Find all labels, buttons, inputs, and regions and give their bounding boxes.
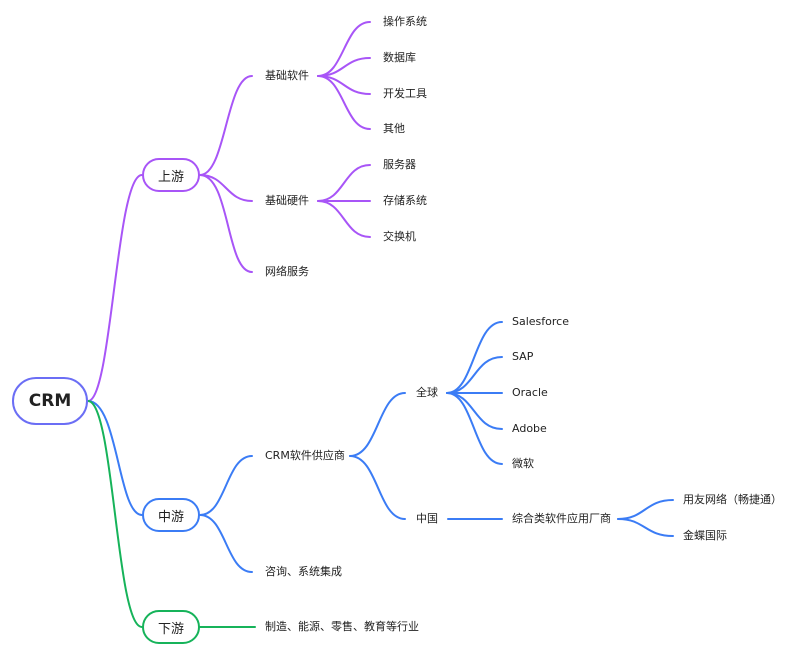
- edge-root-downstream: [87, 400, 143, 628]
- edge-vendors-china: [349, 455, 406, 520]
- node-kingdee[interactable]: 金蝶国际: [683, 529, 727, 542]
- node-crm-vendors[interactable]: CRM软件供应商: [265, 449, 345, 462]
- node-microsoft[interactable]: 微软: [512, 457, 534, 470]
- node-other[interactable]: 其他: [383, 122, 405, 135]
- node-integrated-vendors[interactable]: 综合类软件应用厂商: [512, 512, 611, 525]
- edge-category-yonyou: [617, 499, 674, 520]
- edge-category-kingdee: [617, 518, 674, 537]
- node-sap[interactable]: SAP: [512, 350, 534, 363]
- downstream-node[interactable]: 下游: [142, 610, 200, 644]
- edge-root-upstream: [87, 174, 143, 402]
- downstream-label: 下游: [157, 621, 184, 637]
- node-industries[interactable]: 制造、能源、零售、教育等行业: [265, 620, 419, 633]
- node-china[interactable]: 中国: [416, 512, 438, 525]
- node-switch[interactable]: 交换机: [383, 230, 416, 243]
- edge-global-adobe: [446, 392, 503, 430]
- edge-global-sap: [446, 356, 503, 394]
- edge-root-midstream: [87, 400, 143, 516]
- node-devtools[interactable]: 开发工具: [383, 87, 427, 100]
- node-storage[interactable]: 存储系统: [383, 194, 427, 207]
- edge-global-salesforce: [446, 321, 503, 394]
- node-global[interactable]: 全球: [416, 386, 438, 399]
- node-basic-hardware[interactable]: 基础硬件: [265, 194, 309, 207]
- node-oracle[interactable]: Oracle: [512, 386, 548, 399]
- edge-hardware-server: [317, 164, 371, 202]
- midstream-edges: [87, 321, 674, 573]
- node-basic-software[interactable]: 基础软件: [265, 69, 309, 82]
- node-network[interactable]: 网络服务: [265, 265, 309, 278]
- edge-global-microsoft: [446, 392, 503, 465]
- midstream-node[interactable]: 中游: [142, 498, 200, 532]
- edge-upstream-software: [199, 75, 253, 176]
- upstream-node[interactable]: 上游: [142, 158, 200, 192]
- node-adobe[interactable]: Adobe: [512, 422, 547, 435]
- node-os[interactable]: 操作系统: [383, 15, 427, 28]
- edge-midstream-consulting: [199, 514, 253, 573]
- node-yonyou[interactable]: 用友网络（畅捷通）: [683, 493, 782, 506]
- root-node[interactable]: CRM: [12, 377, 88, 425]
- upstream-edges: [87, 21, 371, 402]
- root-label: CRM: [28, 391, 72, 411]
- edge-software-os: [317, 21, 371, 77]
- node-salesforce[interactable]: Salesforce: [512, 315, 569, 328]
- edge-software-other: [317, 75, 371, 130]
- edge-upstream-hardware: [199, 174, 253, 202]
- node-server[interactable]: 服务器: [383, 158, 416, 171]
- node-consulting[interactable]: 咨询、系统集成: [265, 565, 342, 578]
- upstream-label: 上游: [157, 169, 184, 185]
- edge-upstream-network: [199, 174, 253, 273]
- edge-vendors-global: [349, 392, 406, 457]
- midstream-label: 中游: [157, 509, 184, 525]
- downstream-edges: [87, 400, 256, 628]
- node-database[interactable]: 数据库: [383, 51, 416, 64]
- edge-hardware-switch: [317, 200, 371, 238]
- edge-midstream-vendors: [199, 455, 253, 516]
